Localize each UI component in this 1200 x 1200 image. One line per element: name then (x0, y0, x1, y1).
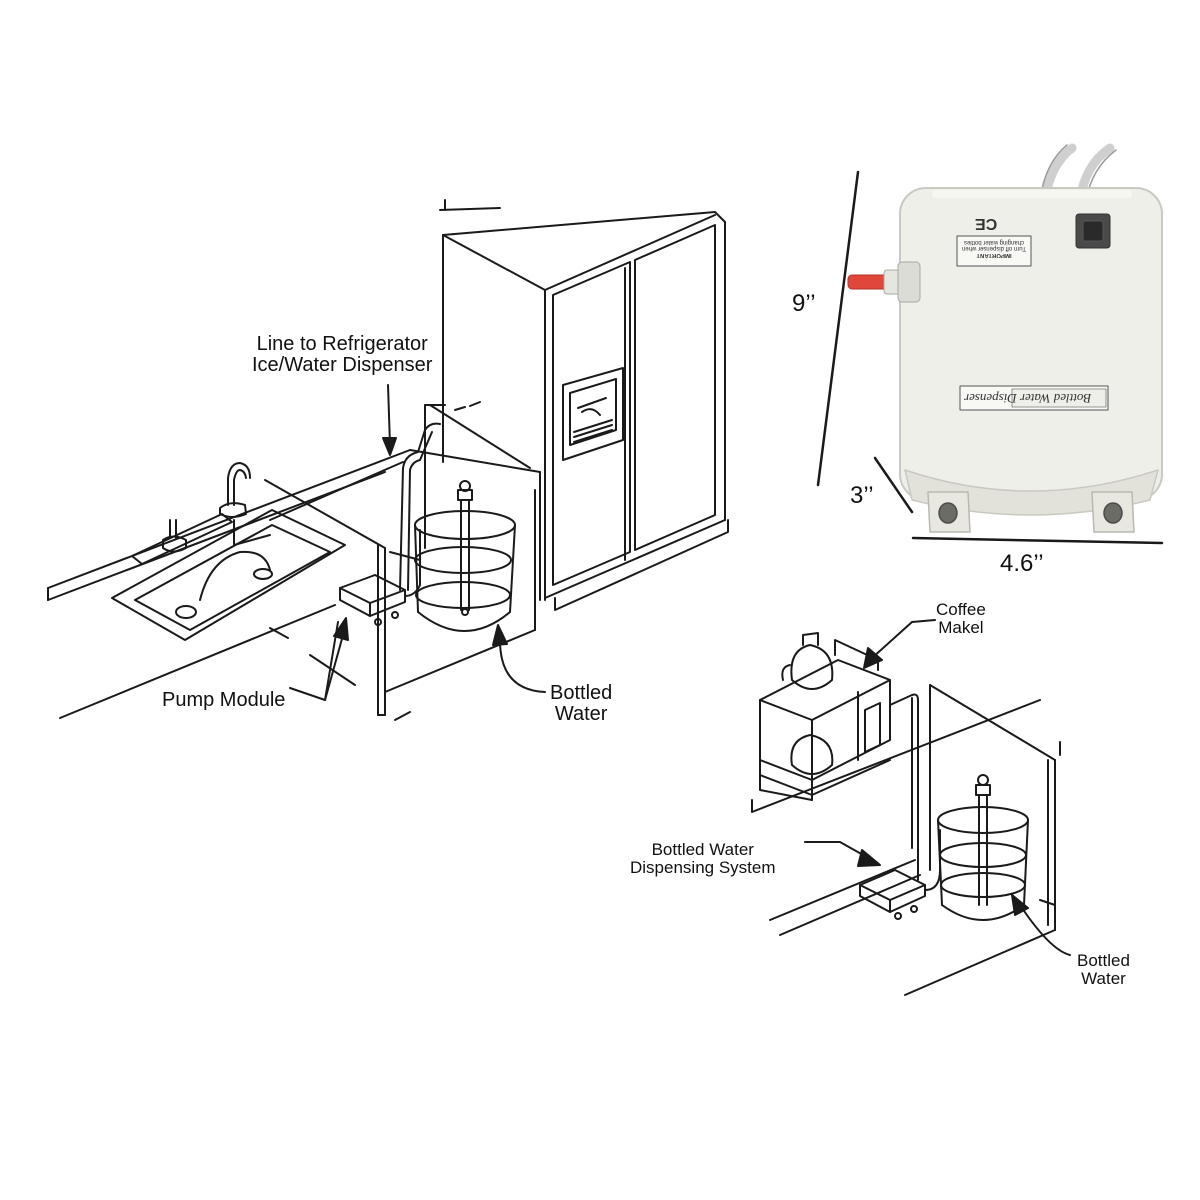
coffee-counter (751, 684, 1061, 996)
coffee-maker-drawing (759, 632, 919, 851)
label-bottled-water-coffee-1: Bottled (1077, 951, 1130, 970)
dimension-depth: 3’’ (850, 482, 874, 509)
inlet-fitting (847, 261, 921, 303)
important-label-2: Turn off dispenser when (961, 245, 1027, 252)
pump-module-drawing (339, 529, 421, 626)
dimension-lines (816, 170, 1164, 545)
kitchen-counter (47, 401, 546, 721)
label-bottled-water-coffee: Bottled Water (1077, 952, 1130, 988)
important-label-1: IMPORTANT (976, 251, 1012, 258)
sink (111, 509, 346, 641)
water-line-to-fridge (269, 422, 441, 591)
water-bottle-coffee-drawing (937, 774, 1029, 921)
label-coffee-maker: Coffee Makel (936, 601, 986, 637)
faucet (162, 462, 271, 553)
label-line-to-refrigerator-1: Line to Refrigerator (256, 333, 428, 355)
label-bottled-water-coffee-2: Water (1081, 968, 1126, 988)
label-coffee-maker-1: Coffee (936, 600, 986, 619)
label-bottled-water-main-2: Water (554, 703, 608, 725)
brand-label: Bottled Water Dispenser (964, 391, 1092, 406)
important-label: IMPORTANT Turn off dispenser when changi… (960, 238, 1028, 258)
callout-arrows-left (289, 384, 546, 701)
dimension-height: 9’’ (792, 290, 816, 317)
ce-mark: CE (975, 215, 998, 232)
label-pump-module: Pump Module (162, 689, 286, 711)
dimension-width: 4.6’’ (1000, 550, 1044, 577)
mounting-tabs (927, 491, 1135, 533)
important-label-3: changing water bottles (963, 238, 1025, 245)
refrigerator-drawing (439, 199, 729, 611)
label-bottled-water-main: Bottled Water (550, 683, 612, 725)
label-dispensing-system-2: Dispensing System (630, 857, 776, 877)
callout-arrows-right (804, 619, 1071, 956)
dispensing-pump-drawing (859, 829, 941, 920)
label-coffee-maker-2: Makel (938, 617, 984, 637)
pump-body (899, 187, 1163, 516)
label-line-to-refrigerator-2: Ice/Water Dispenser (252, 354, 433, 376)
label-line-to-refrigerator: Line to Refrigerator Ice/Water Dispenser (252, 334, 432, 376)
water-bottle-drawing (414, 480, 516, 632)
label-dispensing-system-1: Bottled Water (651, 840, 754, 859)
label-bottled-water-main-1: Bottled (550, 682, 613, 704)
label-dispensing-system: Bottled Water Dispensing System (630, 841, 776, 877)
